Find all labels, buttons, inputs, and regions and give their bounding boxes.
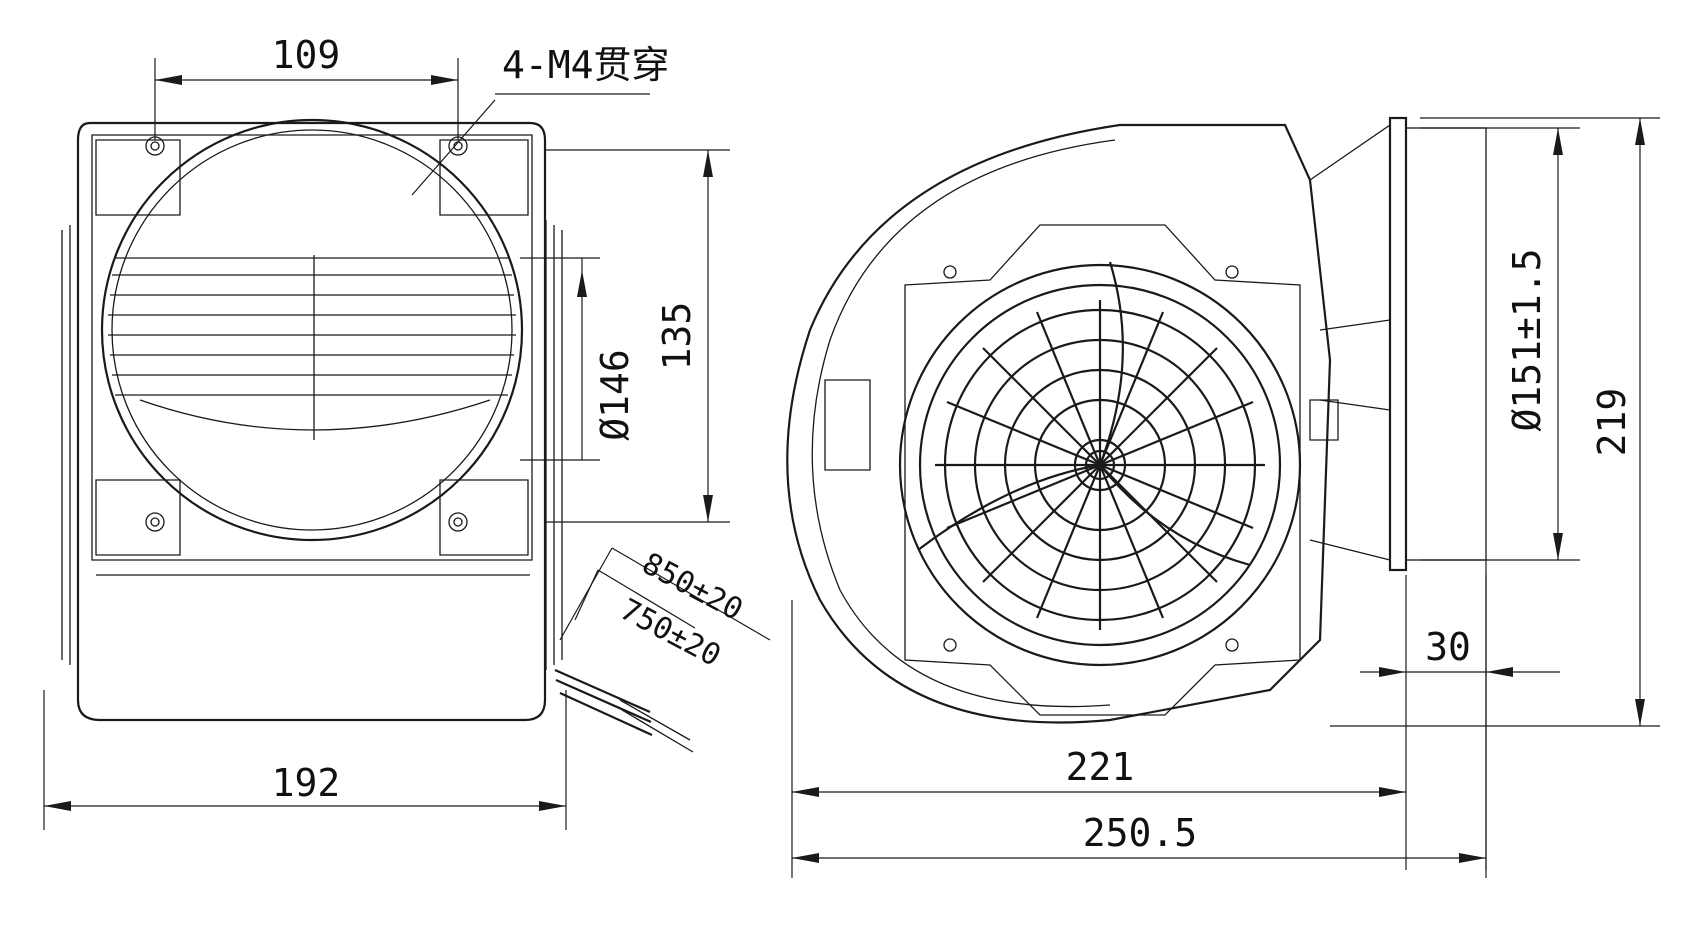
inlet-grille: [917, 261, 1265, 630]
dim-outlet-diameter: Ø146: [593, 349, 637, 441]
dim-total-length: 250.5: [1083, 811, 1197, 855]
spider-arm-left: [917, 463, 1101, 551]
spider-arm-right: [1099, 464, 1251, 567]
dim-total-height: 219: [1590, 388, 1634, 457]
front-view-dimensions: 109 4-M4贯穿 135 Ø146 192 850±20 750±20: [43, 33, 771, 830]
side-view: [786, 116, 1487, 724]
callout-mounting-holes: 4-M4贯穿: [502, 43, 670, 87]
dim-inner-height: 135: [655, 302, 699, 371]
dim-flange-offset: 30: [1425, 625, 1471, 669]
spider-arm-top: [1098, 261, 1124, 466]
front-view: [61, 118, 694, 753]
dim-body-length: 221: [1066, 745, 1135, 789]
dim-overall-width: 192: [272, 761, 341, 805]
power-cable: [554, 668, 653, 737]
dim-flange-diameter: Ø151±1.5: [1505, 248, 1549, 431]
side-view-dimensions: Ø151±1.5 219 30 221 250.5: [791, 117, 1660, 878]
dim-hole-spacing: 109: [272, 33, 341, 77]
outlet-louvers: [108, 255, 516, 440]
